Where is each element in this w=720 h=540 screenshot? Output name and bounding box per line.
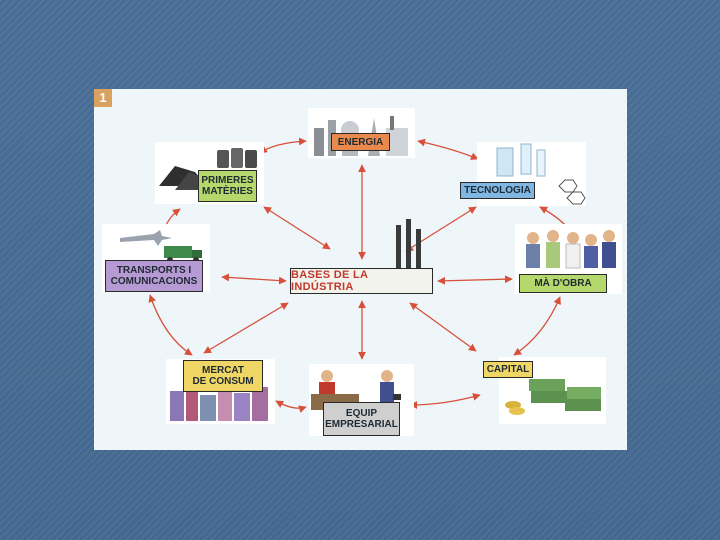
factory-icon [390, 217, 426, 269]
node-label-capital: CAPITAL [483, 361, 533, 378]
spoke-capital [409, 302, 477, 352]
spoke-mercat [203, 302, 289, 354]
ring-energia-tecnologia [417, 138, 479, 160]
node-label-ma-dobra: MÀ D'OBRA [519, 274, 607, 293]
node-label-transports: TRANSPORTS I COMUNICACIONS [105, 260, 203, 292]
connector-layer [148, 137, 573, 413]
figure-number: 1 [94, 89, 112, 107]
ring-equip-capital [409, 393, 481, 409]
central-label: BASES DE LA INDÚSTRIA [290, 268, 433, 294]
diagram-image: 1 ENERGIA PRIMERES MATÈRIES T [94, 89, 627, 450]
spoke-primeres-materies [263, 206, 331, 250]
spoke-transports [221, 273, 287, 285]
ring-energia-primeres [259, 137, 307, 154]
node-label-primeres-materies: PRIMERES MATÈRIES [198, 170, 257, 202]
node-label-mercat-de-consum: MERCAT DE CONSUM [183, 360, 263, 392]
ring-mercat-equip [275, 400, 307, 413]
node-label-equip-empresarial: EQUIP EMPRESARIAL [323, 402, 400, 436]
ring-ma-capital [513, 296, 561, 356]
ring-transports-mercat [148, 294, 193, 356]
node-label-tecnologia: TECNOLOGIA [460, 182, 535, 199]
spoke-ma-dobra [437, 275, 513, 285]
node-label-energia: ENERGIA [331, 133, 390, 151]
